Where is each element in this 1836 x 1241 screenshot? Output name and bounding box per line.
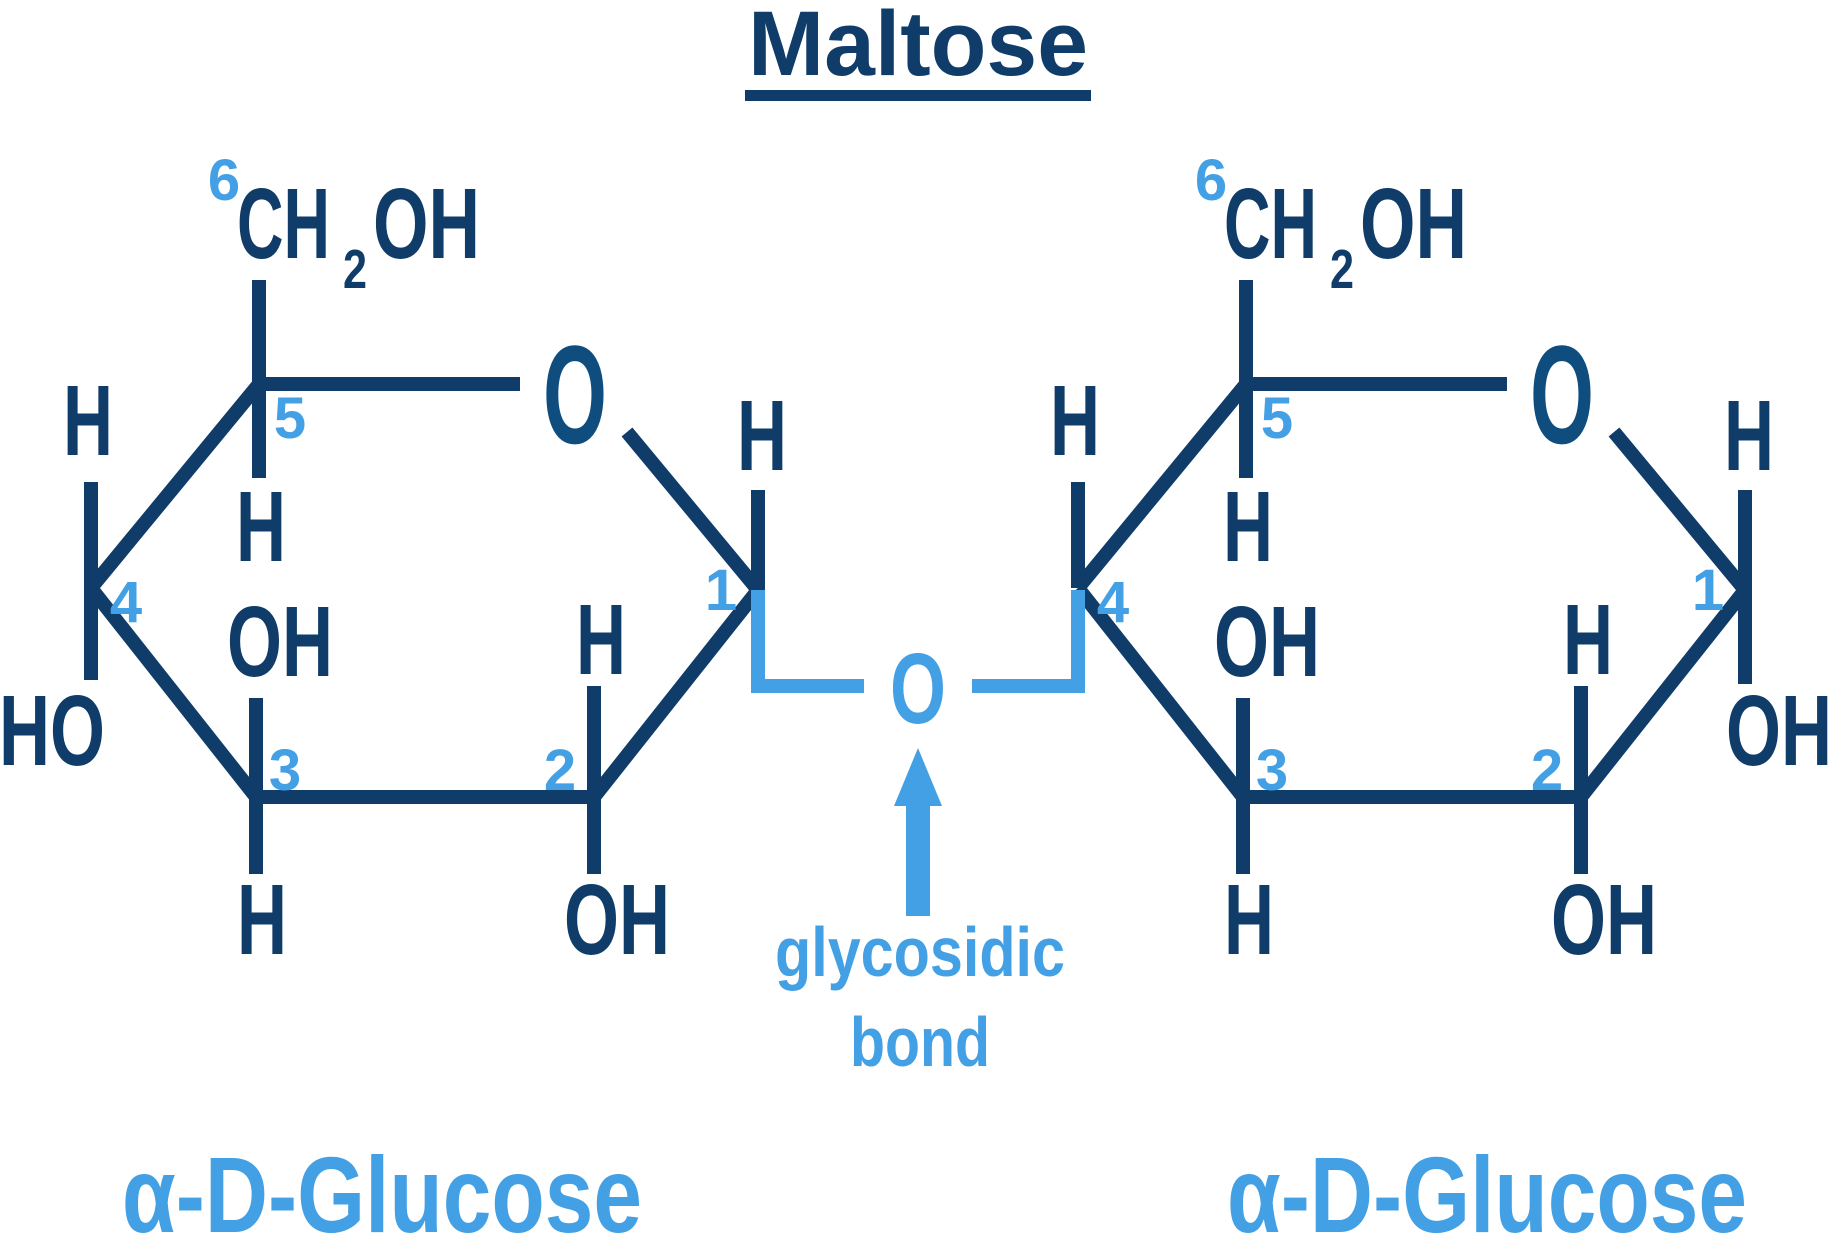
right-c3-h-bottom-label: H — [1224, 864, 1274, 976]
left-c3-oh-top-label: OH — [227, 586, 333, 698]
left-carbon6-number: 6 — [208, 148, 240, 213]
left-glucose-name: α-D-Glucose — [122, 1134, 642, 1241]
right-carbon6-number: 6 — [1195, 148, 1227, 213]
left-c2-h-top-label: H — [576, 584, 626, 696]
left-ring-bonds — [84, 280, 765, 874]
right-carbon5-number: 5 — [1261, 386, 1293, 451]
glycosidic-bond-right-elbow — [972, 590, 1085, 693]
right-ring-bonds — [1071, 280, 1752, 874]
up-arrow-icon — [894, 748, 942, 916]
left-ch2oh-prefix: CH — [237, 168, 330, 280]
right-carbon1-number: 1 — [1692, 558, 1724, 623]
left-c1-h-top-label: H — [737, 380, 787, 492]
right-bond-ring-oxygen-c1 — [1608, 427, 1751, 595]
glycosidic-linkage: O glycosidic bond — [751, 590, 1085, 1081]
glycosidic-bond-left-elbow — [751, 590, 864, 693]
glycosidic-caption-line2: bond — [850, 1003, 990, 1081]
right-glucose-name: α-D-Glucose — [1227, 1134, 1747, 1241]
right-ring-oxygen-label: O — [1530, 316, 1594, 473]
left-carbon2-number: 2 — [544, 738, 576, 803]
right-carbon3-number: 3 — [1256, 738, 1288, 803]
left-carbon5-number: 5 — [274, 386, 306, 451]
left-ch2oh-subscript: 2 — [343, 238, 367, 300]
left-c2-oh-bottom-label: OH — [564, 864, 670, 976]
right-ring-labels: 6 CH 2 OH O 5 H H 4 OH 3 H H 2 OH H 1 OH… — [1050, 148, 1832, 1241]
right-c2-h-top-label: H — [1563, 584, 1613, 696]
right-bond-c1-c2 — [1575, 585, 1751, 802]
glycosidic-oxygen-label: O — [890, 633, 946, 745]
left-c4-h-top-label: H — [63, 365, 113, 477]
diagram-title: Maltose — [748, 0, 1088, 95]
right-ch2oh-subscript: 2 — [1330, 238, 1354, 300]
right-c3-oh-top-label: OH — [1214, 586, 1320, 698]
left-ring-oxygen-label: O — [543, 316, 607, 473]
left-ch2oh-suffix: OH — [373, 168, 480, 280]
left-carbon4-number: 4 — [110, 570, 142, 635]
left-bond-ring-oxygen-c1 — [621, 427, 764, 595]
right-c5-h-label: H — [1223, 471, 1273, 583]
right-bond-c3-c4 — [1072, 583, 1249, 802]
right-bond-c4-c5 — [1072, 379, 1252, 593]
right-c1-h-top-label: H — [1724, 380, 1774, 492]
left-bond-c3-c4 — [85, 583, 262, 802]
left-carbon1-number: 1 — [705, 558, 737, 623]
left-c4-ho-bottom-label: HO — [0, 675, 105, 787]
left-c3-h-bottom-label: H — [237, 864, 287, 976]
left-carbon3-number: 3 — [269, 738, 301, 803]
right-carbon2-number: 2 — [1531, 738, 1563, 803]
right-ch2oh-suffix: OH — [1360, 168, 1467, 280]
right-c4-h-top-label: H — [1050, 365, 1100, 477]
left-bond-c1-c2 — [588, 585, 764, 802]
right-ch2oh-prefix: CH — [1224, 168, 1317, 280]
right-c1-oh-bottom-label: OH — [1726, 675, 1832, 787]
left-bond-c4-c5 — [85, 379, 265, 593]
left-ring-labels: 6 CH 2 OH O 5 H H 4 HO OH 3 H H 2 OH H 1… — [0, 148, 787, 1241]
right-c2-oh-bottom-label: OH — [1551, 864, 1657, 976]
left-c5-h-label: H — [236, 471, 286, 583]
glycosidic-caption-line1: glycosidic — [775, 913, 1065, 991]
title-underline — [745, 90, 1091, 101]
right-carbon4-number: 4 — [1097, 570, 1129, 635]
